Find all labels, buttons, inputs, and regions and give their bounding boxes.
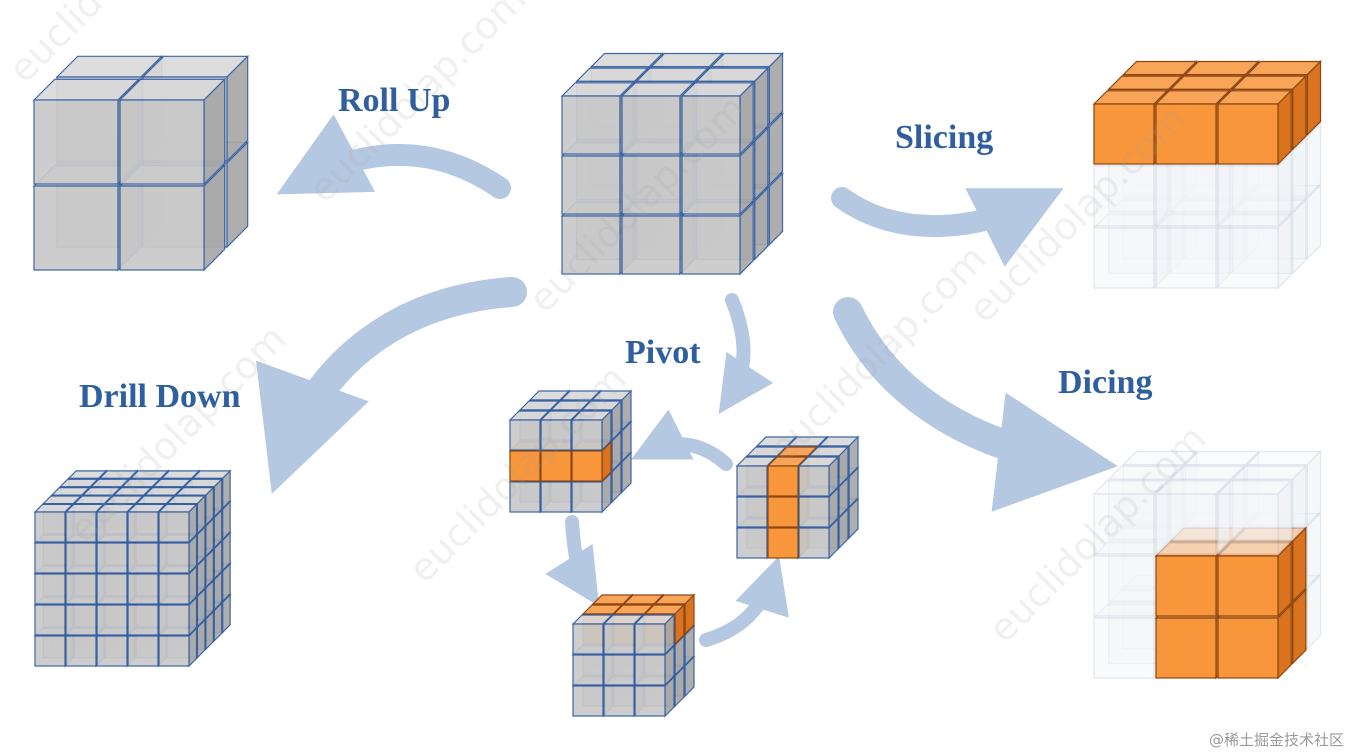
- slicing-arrow: [831, 187, 1064, 267]
- pivot-in-arrow: [718, 293, 774, 414]
- pivot-a-cube: [508, 389, 633, 514]
- pivot-c-cube: [571, 593, 696, 718]
- dicing-cube: [1092, 450, 1322, 680]
- dicing-label: Dicing: [1058, 364, 1153, 401]
- roll-up-label: Roll Up: [338, 82, 451, 119]
- drill-down-arrow: [256, 277, 527, 494]
- roll-up-cube: [32, 54, 250, 272]
- cubes-group: [32, 52, 1322, 718]
- source-cube: [560, 52, 784, 276]
- pivot-down-arrow: [545, 515, 600, 607]
- cube-cell: [1216, 89, 1293, 166]
- pivot-b-cube: [735, 435, 860, 560]
- cube-cell: [633, 613, 676, 656]
- arrows-group: [256, 114, 1118, 647]
- pivot-c-up-arrow: [699, 555, 789, 647]
- slicing-cube: [1092, 60, 1322, 290]
- dicing-arrow: [833, 297, 1118, 512]
- cube-cell: [680, 141, 755, 216]
- cube-cell: [570, 409, 613, 452]
- roll-up-arrow: [276, 114, 511, 199]
- pivot-label: Pivot: [625, 334, 701, 371]
- credit-text: @稀土掘金技术社区: [1208, 731, 1344, 749]
- drill-down-label: Drill Down: [79, 378, 241, 415]
- cube-cell: [157, 533, 199, 575]
- drill-down-cube: [33, 469, 232, 668]
- slicing-label: Slicing: [895, 119, 994, 156]
- cube-cell: [118, 77, 227, 186]
- cube-cell: [680, 81, 755, 156]
- pivot-a-b-arrow: [630, 409, 733, 471]
- cube-cell: [1216, 479, 1293, 556]
- cube-cell: [797, 455, 840, 498]
- cube-cell: [157, 564, 199, 606]
- cube-cell: [157, 502, 199, 544]
